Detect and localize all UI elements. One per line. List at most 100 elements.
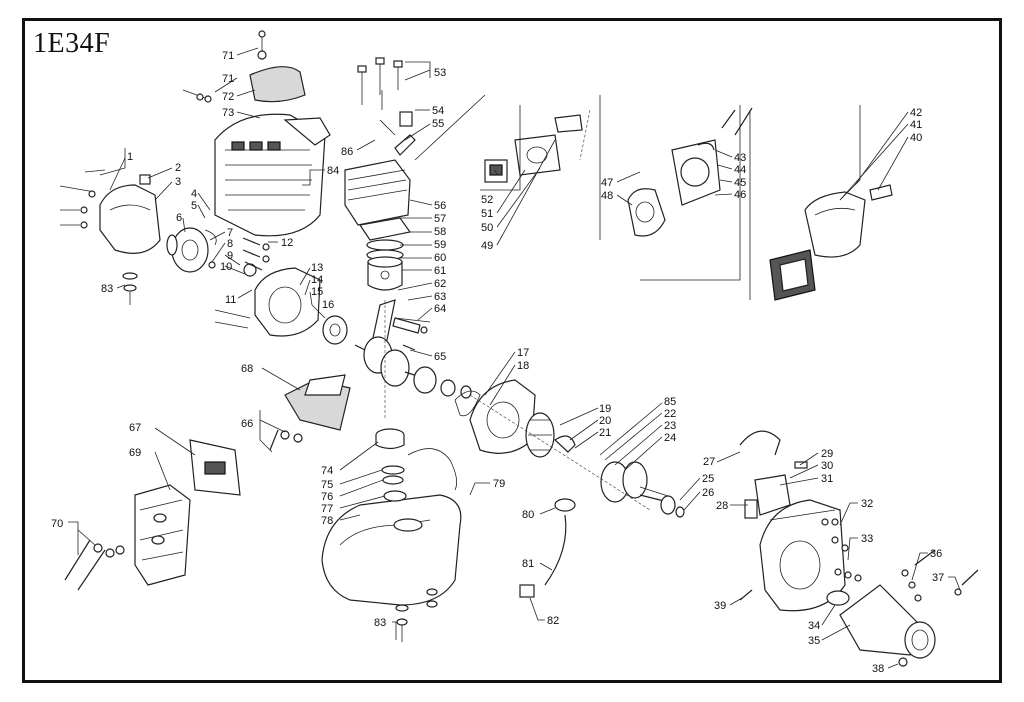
- muffler-shield: [284, 374, 351, 431]
- cylinder: [344, 57, 411, 226]
- label-74: 74: [321, 465, 333, 477]
- label-61: 61: [434, 265, 446, 277]
- label-73: 73: [222, 107, 234, 119]
- label-59: 59: [434, 239, 446, 251]
- label-65: 65: [434, 351, 446, 363]
- label-22: 22: [664, 408, 676, 420]
- label-60: 60: [434, 252, 446, 264]
- screws-66: [269, 429, 303, 451]
- label-15: 15: [311, 286, 323, 298]
- label-30: 30: [821, 460, 833, 472]
- washer-83-left: [122, 272, 138, 305]
- label-54: 54: [432, 105, 444, 117]
- label-66: 66: [241, 418, 253, 430]
- label-53: 53: [434, 67, 446, 79]
- label-24: 24: [664, 432, 676, 444]
- label-20: 20: [599, 415, 611, 427]
- label-1: 1: [127, 151, 133, 163]
- label-82: 82: [547, 615, 559, 627]
- label-48: 48: [601, 190, 613, 202]
- label-79: 79: [493, 478, 505, 490]
- air-filter-element: [769, 249, 816, 301]
- ignition-wire: [739, 430, 781, 456]
- label-8: 8: [227, 238, 233, 250]
- label-4: 4: [191, 188, 197, 200]
- label-50: 50: [481, 222, 493, 234]
- clutch-drum: [600, 461, 685, 518]
- leader-lines: [68, 47, 961, 669]
- label-31: 31: [821, 473, 833, 485]
- label-52: 52: [481, 194, 493, 206]
- label-72: 72: [222, 91, 234, 103]
- label-16: 16: [322, 299, 334, 311]
- label-39: 39: [714, 600, 726, 612]
- label-29: 29: [821, 448, 833, 460]
- label-12: 12: [281, 237, 293, 249]
- label-47: 47: [601, 177, 613, 189]
- label-83-left: 83: [101, 283, 113, 295]
- spark-plug: [379, 111, 416, 156]
- label-36: 36: [930, 548, 942, 560]
- label-64: 64: [434, 303, 446, 315]
- label-38: 38: [872, 663, 884, 675]
- flywheel: [525, 412, 576, 458]
- label-44: 44: [734, 164, 746, 176]
- label-81: 81: [522, 558, 534, 570]
- guide-lines: [384, 94, 861, 511]
- fan-housing: [59, 169, 161, 254]
- label-43: 43: [734, 152, 746, 164]
- label-84: 84: [327, 165, 339, 177]
- screws-32-33: [821, 518, 862, 582]
- label-75: 75: [321, 479, 333, 491]
- label-3: 3: [175, 176, 181, 188]
- label-18: 18: [517, 360, 529, 372]
- label-21: 21: [599, 427, 611, 439]
- label-35: 35: [808, 635, 820, 647]
- fuel-tank: [321, 428, 462, 606]
- label-70: 70: [51, 518, 63, 530]
- intake-manifold: [484, 114, 583, 183]
- label-14: 14: [311, 274, 323, 286]
- label-83-bottom: 83: [374, 617, 386, 629]
- label-63: 63: [434, 291, 446, 303]
- label-71-lower: 71: [222, 73, 234, 85]
- crankshaft: [354, 299, 472, 399]
- crankcase-right: [454, 379, 536, 454]
- label-86: 86: [341, 146, 353, 158]
- label-41: 41: [910, 119, 922, 131]
- clutch-housing: [759, 499, 850, 612]
- label-62: 62: [434, 278, 446, 290]
- misc-screws: [208, 237, 431, 351]
- piston-assembly: [358, 217, 412, 291]
- air-filter-base: [671, 107, 753, 206]
- label-42: 42: [910, 107, 922, 119]
- washer-83-bottom: [395, 588, 438, 642]
- gear-tube-clamp: [839, 584, 936, 659]
- label-19: 19: [599, 403, 611, 415]
- label-11: 11: [225, 294, 236, 306]
- label-76: 76: [321, 491, 333, 503]
- nut-38: [898, 657, 908, 667]
- screws-71: [182, 30, 267, 103]
- label-13: 13: [311, 262, 323, 274]
- label-26: 26: [702, 487, 714, 499]
- label-45: 45: [734, 177, 746, 189]
- label-37: 37: [932, 572, 944, 584]
- carburetor: [627, 188, 666, 237]
- screws-36-37: [901, 549, 979, 602]
- label-78: 78: [321, 515, 333, 527]
- label-32: 32: [861, 498, 873, 510]
- label-17: 17: [517, 347, 529, 359]
- label-49: 49: [481, 240, 493, 252]
- label-10: 10: [220, 261, 232, 273]
- label-33: 33: [861, 533, 873, 545]
- bearing-16: [322, 315, 348, 345]
- starter-pulley: [166, 227, 217, 273]
- label-6: 6: [176, 212, 182, 224]
- label-77: 77: [321, 503, 333, 515]
- label-67: 67: [129, 422, 141, 434]
- air-filter-cover: [804, 184, 893, 258]
- label-58: 58: [434, 226, 446, 238]
- label-9: 9: [227, 250, 233, 262]
